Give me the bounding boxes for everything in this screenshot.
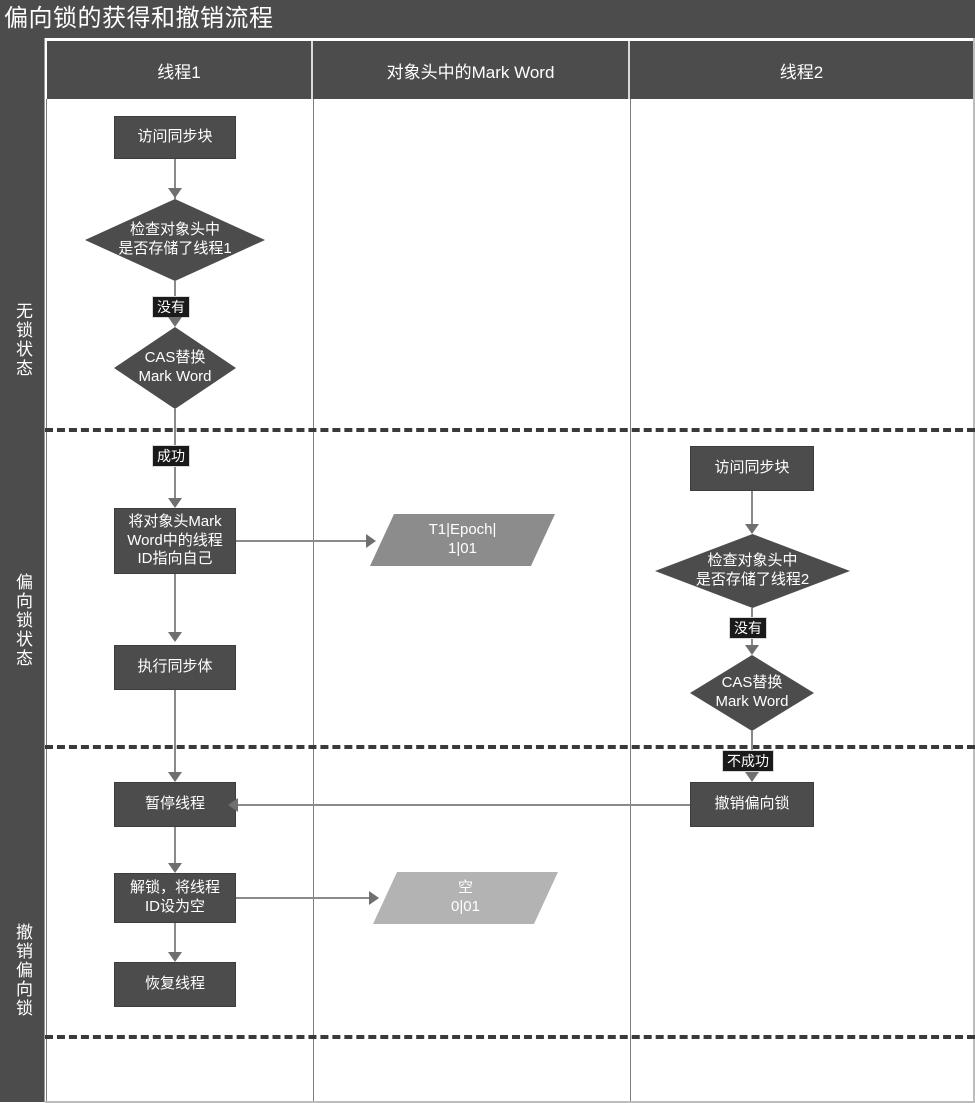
arrowhead-right	[366, 534, 376, 548]
node-thread1-resume-thread[interactable]: 恢复线程	[114, 962, 236, 1007]
node-markword-biased[interactable]: T1|Epoch| 1|01	[370, 514, 555, 566]
node-label: 空 0|01	[451, 879, 480, 915]
node-thread1-pause-thread[interactable]: 暂停线程	[114, 782, 236, 827]
node-thread2-revoke-biased-lock[interactable]: 撤销偏向锁	[690, 782, 814, 827]
arrowhead-down	[168, 772, 182, 782]
edge-label-thread2-fail: 不成功	[722, 750, 774, 772]
phase-band	[0, 38, 45, 1102]
arrowhead-down	[168, 317, 182, 327]
arrowhead-down	[745, 524, 759, 534]
node-thread1-point-thread-id-self[interactable]: 将对象头Mark Word中的线程 ID指向自己	[114, 508, 236, 574]
canvas-border-bottom	[45, 1101, 975, 1103]
lane-header-thread2: 线程2	[630, 41, 973, 99]
node-thread1-unlock-clear-thread-id[interactable]: 解锁，将线程 ID设为空	[114, 873, 236, 923]
phase-label-biased: 偏向锁状态	[13, 572, 32, 668]
phase-separator-2	[45, 745, 975, 749]
node-markword-empty[interactable]: 空 0|01	[373, 872, 558, 924]
node-label: CAS替换 Mark Word	[715, 674, 789, 710]
node-label: T1|Epoch| 1|01	[428, 521, 497, 557]
arrowhead-down	[745, 772, 759, 782]
node-thread1-cas-replace[interactable]: CAS替换 Mark Word	[114, 327, 236, 409]
page-title: 偏向锁的获得和撤销流程	[0, 0, 975, 38]
arrowhead-down	[168, 632, 182, 642]
lane-header-thread1: 线程1	[47, 41, 313, 99]
lane-header-markword: 对象头中的Mark Word	[313, 41, 630, 99]
arrowhead-down	[168, 498, 182, 508]
arrowhead-left	[228, 798, 238, 812]
lane-divider-left	[46, 99, 47, 1102]
connector-t1-to-markword-biased	[236, 540, 368, 542]
lane-divider-2-3	[630, 99, 631, 1102]
arrowhead-down	[168, 188, 182, 198]
connector-t1-point-self-to-exec	[174, 574, 176, 638]
canvas-border-right	[973, 38, 975, 1102]
connector-t1-to-markword-empty	[236, 897, 371, 899]
parallelogram-shape	[370, 514, 555, 566]
phase-label-unlocked: 无锁状态	[13, 302, 32, 378]
lane-divider-1-2	[313, 99, 314, 1102]
parallelogram-shape	[373, 872, 558, 924]
phase-label-revoke: 撤销偏向锁	[13, 922, 32, 1018]
connector-t2-access-to-check	[751, 491, 753, 533]
node-label: 检查对象头中 是否存储了线程1	[118, 221, 232, 257]
arrowhead-down	[168, 952, 182, 962]
node-thread2-access-sync-block[interactable]: 访问同步块	[690, 446, 814, 491]
phase-separator-3	[45, 1035, 975, 1039]
node-thread2-check-markword[interactable]: 检查对象头中 是否存储了线程2	[655, 534, 850, 608]
node-label: CAS替换 Mark Word	[138, 349, 212, 385]
connector-t1-access-to-check	[174, 159, 176, 199]
node-thread1-access-sync-block[interactable]: 访问同步块	[114, 116, 236, 159]
edge-label-thread1-success: 成功	[152, 445, 190, 467]
connector-t1-exec-to-pause	[174, 690, 176, 775]
connector-t2-revoke-to-t1-pause	[237, 804, 690, 806]
connector-t1-unlock-to-resume	[174, 923, 176, 959]
arrowhead-down	[745, 645, 759, 655]
node-thread2-cas-replace[interactable]: CAS替换 Mark Word	[690, 655, 814, 731]
connector-t1-pause-to-unlock	[174, 827, 176, 870]
edge-label-thread2-none: 没有	[729, 617, 767, 639]
phase-separator-1	[45, 428, 975, 432]
edge-label-thread1-none: 没有	[152, 296, 190, 318]
arrowhead-right	[369, 891, 379, 905]
node-thread1-execute-sync-body[interactable]: 执行同步体	[114, 645, 236, 690]
arrowhead-down	[168, 863, 182, 873]
node-label: 检查对象头中 是否存储了线程2	[695, 552, 810, 588]
node-thread1-check-markword[interactable]: 检查对象头中 是否存储了线程1	[85, 199, 265, 281]
